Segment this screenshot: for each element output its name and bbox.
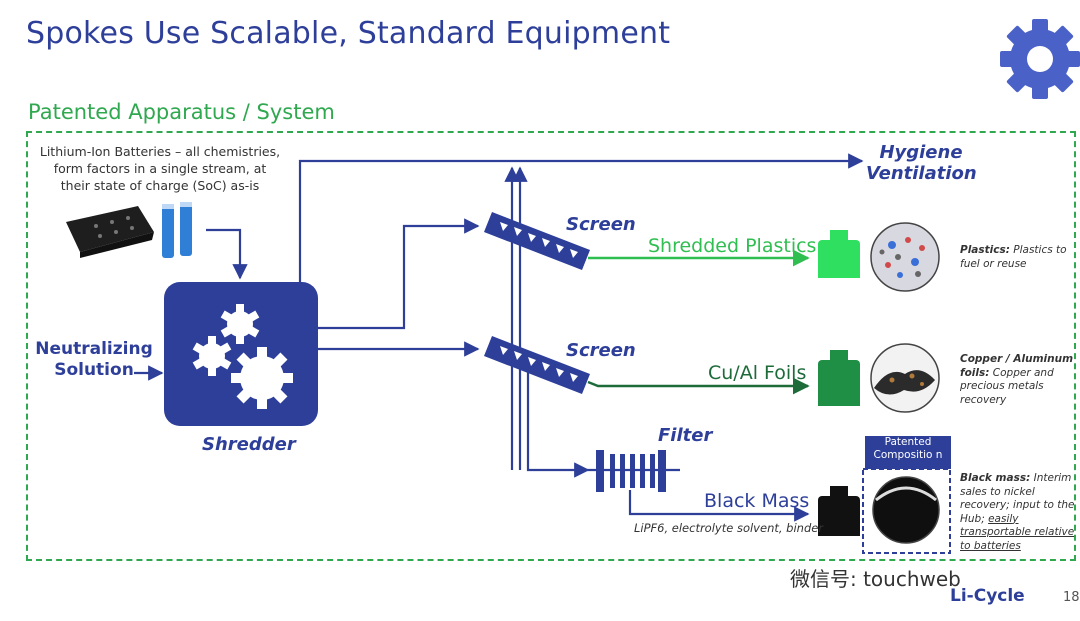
black-mass-note: Black mass: Interim sales to nickel reco… [960,472,1075,552]
diagram-frame [26,131,1076,561]
bottle-icon [818,350,860,406]
foils-label: Cu/Al Foils [708,362,807,384]
material-sample-icon [870,343,940,413]
material-sample-icon [862,468,951,554]
material-sample-icon [870,222,940,292]
screen-icon [484,336,590,394]
section-subtitle: Patented Apparatus / System [28,100,335,124]
cylindrical-cell-icon [162,202,192,258]
bottle-icon [818,486,860,536]
page-title: Spokes Use Scalable, Standard Equipment [26,16,671,51]
wechat-watermark: 微信号: touchweb [790,567,961,591]
battery-pack-icon [66,206,154,258]
shredder-gears-icon [164,282,318,426]
neutralizing-solution-label: Neutralizing Solution [35,339,153,380]
screen-icon [484,212,590,270]
plastics-note: Plastics: Plastics to fuel or reuse [960,244,1067,270]
filter-icon [588,450,680,492]
filtrate-label: LiPF6, electrolyte solvent, binder [634,521,824,535]
hygiene-ventilation-label: Hygiene Ventilation [866,142,977,184]
screen-top-label: Screen [566,214,636,235]
screen-bottom-label: Screen [566,340,636,361]
foils-note: Copper / Aluminum foils: Copper and prec… [960,353,1074,406]
shredded-plastics-label: Shredded Plastics [648,235,817,257]
page-number: 18 [1063,590,1080,605]
battery-input-label: Lithium-Ion Batteries – all chemistries,… [39,144,281,193]
patented-composition-badge: Patented Compositio n [865,436,951,469]
li-cycle-logo: Li-Cycle [950,586,1025,606]
filter-label: Filter [658,425,713,446]
shredder-label: Shredder [202,434,296,455]
bottle-icon [818,230,860,278]
black-mass-label: Black Mass [704,490,810,512]
gear-icon [1000,19,1080,99]
